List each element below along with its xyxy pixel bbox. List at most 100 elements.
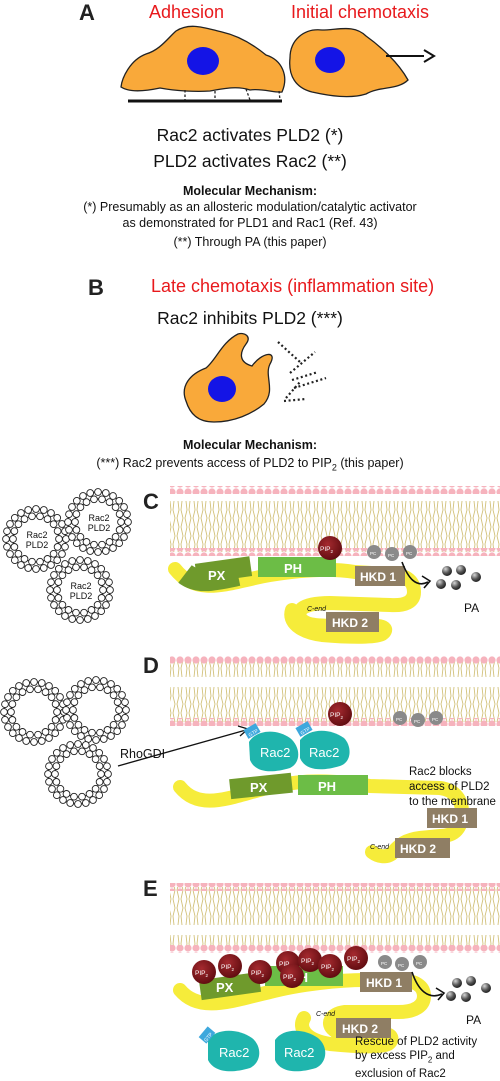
lipid-bead — [86, 547, 95, 555]
lipid-bead — [53, 708, 61, 716]
lipid-bead — [87, 566, 96, 574]
rhogdi-arrow — [117, 729, 247, 767]
lipid-bead — [55, 535, 63, 543]
lipid-bead — [47, 561, 55, 569]
panel-e-label: E — [143, 876, 158, 901]
lipid-bead — [113, 714, 122, 722]
lipid-bead — [1, 715, 9, 724]
lipid-bead — [105, 498, 114, 506]
lipid-bead — [47, 593, 55, 602]
lipid-bead — [107, 732, 115, 740]
lipid-bead — [65, 525, 73, 534]
lipid-bead — [120, 533, 128, 541]
lipid-bead — [52, 762, 61, 770]
lipid-bead — [61, 560, 69, 568]
lipid-bead — [113, 727, 122, 736]
lipid-bead — [111, 532, 120, 541]
lipid-bead — [99, 586, 107, 594]
lipid-bead — [92, 676, 100, 684]
c-px — [194, 556, 253, 584]
lipid-bead — [53, 586, 61, 594]
lipid-bead — [4, 693, 12, 701]
lipid-bead — [82, 498, 91, 506]
lipid-bead — [97, 564, 106, 573]
lipid-bead — [94, 548, 102, 556]
adhesion-label: Adhesion — [149, 2, 225, 22]
d-rac2-b — [300, 730, 350, 770]
lipid-bead — [52, 778, 61, 786]
lipid-bead — [100, 785, 108, 793]
lipid-bead — [36, 512, 44, 521]
lipid-bead — [80, 608, 88, 617]
lipid-bead — [72, 563, 80, 572]
lipid-bead — [51, 770, 59, 778]
lipid-bead — [113, 684, 122, 693]
lipid-bead — [113, 698, 122, 706]
lipid-bead — [70, 698, 79, 706]
lipid-bead — [58, 571, 67, 580]
lipid-bead — [12, 693, 21, 702]
lipid-bead — [93, 571, 102, 580]
lipid-bead — [71, 518, 79, 526]
lipid-bead — [51, 686, 60, 695]
svg-text:PC: PC — [396, 717, 403, 722]
lipid-bead — [8, 700, 17, 708]
panel-a-mechanism-title: Molecular Mechanism: — [182, 184, 318, 198]
lipid-bead — [97, 578, 106, 586]
adhesion-nucleus — [187, 47, 219, 75]
d-rac2-a-text: Rac2 — [260, 745, 290, 760]
lipid-bead — [115, 526, 124, 534]
lipid-bead — [58, 550, 66, 558]
lipid-bead — [32, 565, 40, 573]
e-pip-text: PIP2 — [195, 970, 208, 978]
lipid-bead — [6, 520, 14, 528]
lipid-bead — [74, 800, 82, 808]
lipid-bead — [85, 750, 94, 758]
lipid-bead — [54, 578, 63, 586]
lipid-bead — [53, 556, 62, 565]
lipid-bead — [47, 693, 56, 702]
e-pa-text: PA — [466, 1013, 481, 1027]
lipid-bead — [98, 540, 106, 549]
lipid-bead — [97, 770, 105, 778]
lipid-bead — [59, 744, 67, 752]
lipid-bead — [45, 762, 53, 771]
lipid-bead — [66, 691, 74, 699]
lipid-bead — [56, 784, 65, 793]
e-pip-bead — [344, 946, 368, 970]
lipid-bead — [82, 538, 91, 546]
lipid-bead — [91, 612, 99, 620]
e-px — [198, 971, 262, 1001]
svg-text:PC: PC — [398, 963, 405, 968]
lipid-bead — [86, 489, 95, 497]
d-gtp-a — [243, 723, 261, 739]
lipid-bead — [8, 686, 17, 695]
lipid-bead — [99, 677, 108, 685]
lipid-bead — [34, 685, 42, 694]
lipid-bead — [92, 736, 100, 744]
lipid-bead — [101, 547, 110, 555]
lipid-bead — [3, 542, 11, 551]
lipid-bead — [28, 512, 36, 521]
lipid-bead — [105, 593, 113, 602]
lipid-bead — [91, 784, 100, 793]
panel-d-label: D — [143, 653, 159, 678]
c-pa-arrow — [401, 561, 429, 585]
c-pip-text: PIP2 — [320, 546, 333, 554]
lipid-bead — [26, 685, 34, 694]
d-ph-text: PH — [318, 779, 336, 794]
e-pip-text: PIP2 — [347, 956, 360, 964]
lipid-bead — [66, 799, 75, 807]
d-gtp-b — [295, 721, 313, 737]
lipid-bead — [56, 693, 64, 701]
lipid-bead — [85, 790, 94, 798]
lipid-bead — [51, 700, 60, 708]
lipid-bead — [17, 509, 25, 517]
lipid-bead — [115, 496, 124, 505]
e-hkd2 — [336, 1018, 391, 1038]
svg-text:PC: PC — [414, 719, 421, 724]
lipid-bead — [58, 600, 67, 609]
lipid-bead — [22, 679, 31, 687]
lipid-bead — [74, 720, 83, 729]
